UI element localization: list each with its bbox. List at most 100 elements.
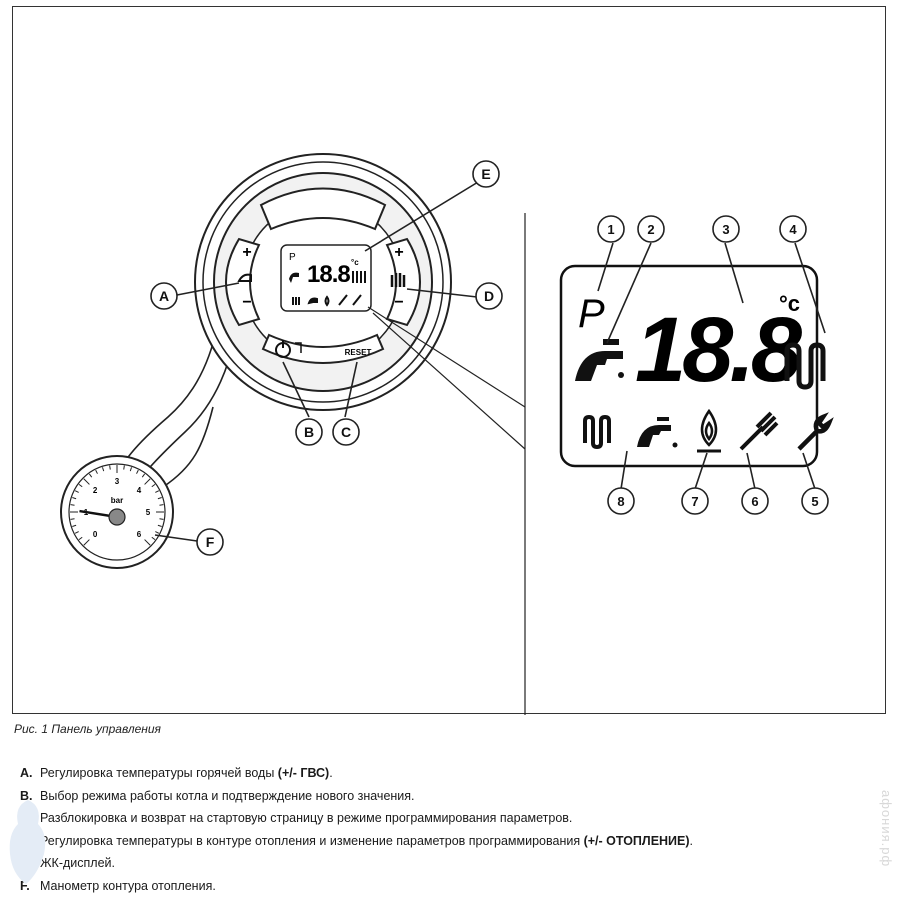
panel-status-icons <box>292 294 362 307</box>
gauge-tick <box>144 478 151 485</box>
gauge-tick <box>109 465 111 470</box>
gauge-tick <box>129 467 132 472</box>
gauge-tick <box>83 478 90 485</box>
callout-c: C <box>341 424 351 440</box>
legend-item-c: C.Разблокировка и возврат на стартовую с… <box>20 811 573 826</box>
lcd-p-indicator: P <box>578 292 605 336</box>
gauge-tick <box>74 490 79 493</box>
dhw-minus-label: − <box>242 294 251 311</box>
gauge-scale-label: 0 <box>93 530 98 539</box>
lcd-callout-7: 7 <box>691 494 698 509</box>
callout-labels <box>150 160 503 556</box>
gauge-scale-label: 3 <box>115 477 120 486</box>
control-panel-figure: + − + − RESET P 18.8 °c <box>60 153 834 715</box>
pressure-gauge: 0123456 bar <box>60 455 174 569</box>
gauge-tick <box>155 490 160 493</box>
gauge-scale-label: 6 <box>137 530 142 539</box>
panel-tap-icon <box>289 272 299 283</box>
legend-item-b: B.Выбор режима работы котла и подтвержде… <box>20 788 415 803</box>
panel-unit: °c <box>351 258 359 267</box>
watermark: афония.рф <box>879 790 894 868</box>
gauge-tick <box>159 504 164 506</box>
gauge-scale-label: 2 <box>93 486 98 495</box>
gauge-tick <box>72 497 77 500</box>
gauge-tick <box>151 483 156 488</box>
lcd-callout-3: 3 <box>722 222 729 237</box>
legend-list: A.Регулировка температуры горячей воды (… <box>20 762 880 898</box>
lcd-dhw-mode-icon <box>637 417 671 447</box>
heating-minus-label: − <box>394 294 403 311</box>
heating-plus-label: + <box>394 244 403 261</box>
gauge-tick <box>159 518 164 520</box>
gauge-tick <box>72 524 77 527</box>
power-icon <box>295 342 302 353</box>
mode-button[interactable] <box>275 340 302 358</box>
panel-p-indicator: P <box>289 252 296 263</box>
lcd-callout-8: 8 <box>617 494 624 509</box>
gauge-tick <box>136 469 139 474</box>
lcd-digits: 18.8 <box>635 299 803 401</box>
faucet-icon <box>237 273 252 282</box>
lcd-callout-6: 6 <box>751 494 758 509</box>
lcd-chimney-sweep-icon <box>739 411 779 451</box>
lcd-tap-icon <box>575 339 623 381</box>
gauge-unit: bar <box>111 496 123 505</box>
panel-lcd-display: P 18.8 °c <box>280 244 372 312</box>
gauge-tick <box>78 536 83 541</box>
figure-frame: + − + − RESET P 18.8 °c <box>12 6 886 715</box>
reset-button-label[interactable]: RESET <box>345 348 372 357</box>
legend-item-a: A.Регулировка температуры горячей воды (… <box>20 766 333 780</box>
legend-item-f: F.Манометр контура отопления. <box>20 878 216 893</box>
lcd-callout-1: 1 <box>607 222 614 237</box>
bottom-button-bar[interactable] <box>261 333 385 364</box>
lcd-flame-icon <box>700 408 718 447</box>
gauge-tick <box>70 504 75 506</box>
gauge-tick <box>157 524 162 527</box>
gauge-tick <box>78 483 83 488</box>
gauge-tick <box>157 497 162 500</box>
lcd-drip-icon <box>618 372 624 378</box>
legend-item-e: E.ЖК-дисплей. <box>20 856 115 871</box>
large-lcd-display: P 18.8 °c <box>559 264 834 468</box>
lcd-callout-2: 2 <box>647 222 654 237</box>
lcd-callout-4: 4 <box>789 222 797 237</box>
figure-caption: Рис. 1 Панель управления <box>14 722 161 736</box>
heating-adjust-button[interactable]: + − <box>385 237 421 327</box>
top-button[interactable] <box>259 187 387 231</box>
gauge-tick <box>144 539 151 546</box>
gauge-tick <box>74 531 79 534</box>
gauge-tick-marks <box>70 465 164 546</box>
gauge-tick <box>95 469 98 474</box>
callout-b: B <box>304 424 314 440</box>
callout-d: D <box>484 288 494 304</box>
panel-digits: 18.8 <box>307 261 350 288</box>
gauge-tick <box>151 536 156 541</box>
gauge-scale-label: 5 <box>146 508 151 517</box>
zoom-lines <box>367 213 526 715</box>
gauge-hub <box>108 508 126 526</box>
lcd-heating-mode-icon <box>583 414 611 450</box>
callout-a: A <box>159 288 169 304</box>
radiator-icon <box>390 273 406 287</box>
lcd-callouts <box>597 215 829 515</box>
panel-heating-coil-icon <box>352 271 366 283</box>
watermark-mascot-icon <box>9 800 46 884</box>
gauge-tick <box>141 473 146 478</box>
lcd-dhw-drip-icon <box>672 442 678 448</box>
gauge-tick <box>155 531 160 534</box>
gauge-tick <box>88 473 93 478</box>
gauge-tick <box>123 465 125 470</box>
gauge-scale-label: 4 <box>137 486 142 495</box>
lcd-callout-5: 5 <box>811 494 818 509</box>
callout-f: F <box>206 534 215 550</box>
gauge-tick <box>83 539 90 546</box>
dhw-plus-label: + <box>242 244 251 261</box>
legend-item-d: D.Регулировка температуры в контуре отоп… <box>20 833 694 848</box>
lcd-wrench-icon <box>797 412 834 451</box>
lcd-heating-coil-icon <box>784 342 826 390</box>
callout-e: E <box>481 166 490 182</box>
gauge-tick <box>102 467 105 472</box>
lcd-unit: °c <box>779 291 800 316</box>
dhw-adjust-button[interactable]: + − <box>225 237 261 327</box>
gauge-tick <box>70 518 75 520</box>
